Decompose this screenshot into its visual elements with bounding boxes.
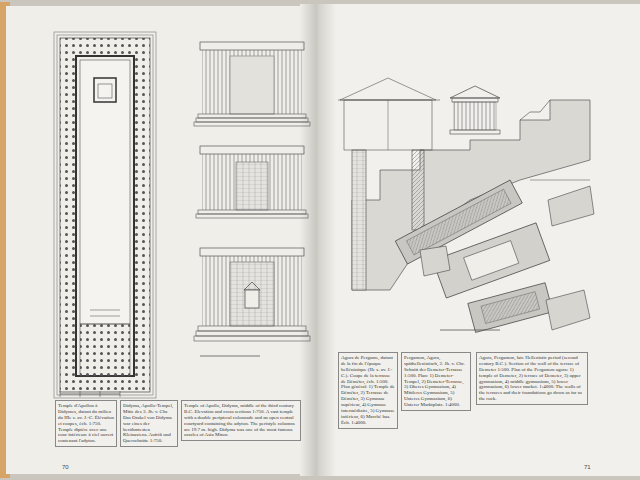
- caption-box: Agora de Pergame, datant de la fin de l'…: [338, 352, 398, 429]
- agora-plan: [395, 180, 594, 332]
- temple-cross-section: [196, 146, 308, 218]
- left-page: [6, 6, 318, 474]
- caption-text: Temple of Apollo, Didyma, middle of the …: [184, 403, 298, 438]
- caption-box: Temple d'Apollon à Didymes, datant du mi…: [55, 400, 117, 447]
- spine-shadow: [300, 4, 336, 476]
- page-number: 70: [62, 464, 69, 470]
- caption-text: Pergamon, Agora, späthellenistisch, 2. J…: [404, 355, 468, 408]
- right-page: [318, 4, 640, 476]
- caption-text: Agora de Pergame, datant de la fin de l'…: [341, 355, 395, 426]
- caption-box: Didyma, Apollo-Tempel, Mitte des 3. Jh. …: [120, 400, 178, 447]
- caption-box: Agora, Pergamon, late Hellenistic period…: [476, 352, 588, 405]
- caption-text: Temple d'Apollon à Didymes, datant du mi…: [58, 403, 114, 444]
- caption-text: Didyma, Apollo-Tempel, Mitte des 3. Jh. …: [123, 403, 175, 444]
- caption-box: Temple of Apollo, Didyma, middle of the …: [181, 400, 301, 441]
- page-number: 71: [584, 464, 591, 470]
- caption-box: Pergamon, Agora, späthellenistisch, 2. J…: [401, 352, 471, 411]
- temple-plan: [54, 32, 156, 398]
- temple-elevation: [194, 42, 310, 126]
- terrace-section: [338, 78, 590, 290]
- scale-bar: [60, 391, 120, 397]
- caption-text: Agora, Pergamon, late Hellenistic period…: [479, 355, 585, 402]
- temple-cross-section: [194, 248, 310, 356]
